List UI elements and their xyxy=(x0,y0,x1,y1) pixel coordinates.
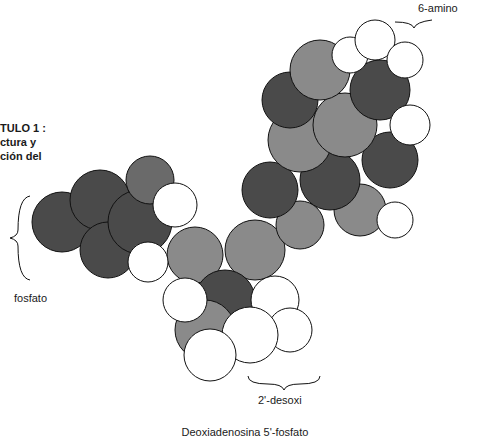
desoxi-bracket xyxy=(248,376,320,390)
chapter-heading: TULO 1 : xyxy=(0,122,46,135)
group-label: 2'-desoxi xyxy=(258,394,302,407)
group-label: 6-amino xyxy=(418,2,458,15)
chapter-heading: ción del xyxy=(0,150,42,163)
atoms xyxy=(32,20,430,381)
figure-caption: Deoxiadenosina 5'-fosfato xyxy=(182,426,309,439)
group-label: fosfato xyxy=(14,292,47,305)
brackets xyxy=(10,20,432,390)
chapter-heading: ctura y xyxy=(0,136,36,149)
phosphate-bracket xyxy=(10,196,30,280)
amino-bracket xyxy=(395,20,432,28)
